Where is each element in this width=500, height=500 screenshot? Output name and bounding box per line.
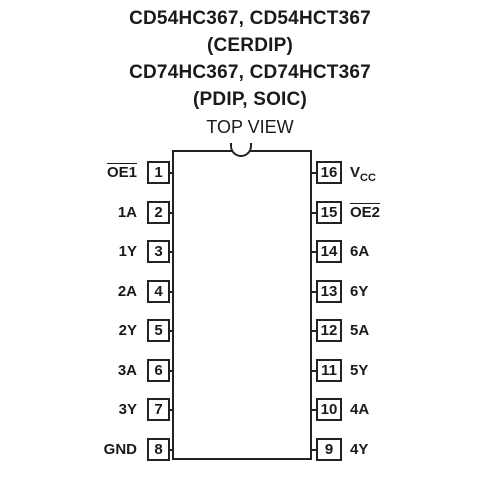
pin-name-12: 5A <box>350 322 370 339</box>
pin-name-7: 3Y <box>118 401 137 418</box>
view-label: TOP VIEW <box>206 117 294 137</box>
pin-lead-15 <box>312 212 316 214</box>
pin-label-3: 1Y <box>77 240 137 263</box>
pin-lead-2 <box>170 212 172 214</box>
pin-1: 1 <box>147 161 170 184</box>
pin-8: 8 <box>147 438 170 461</box>
pin-name-11: 5Y <box>350 362 369 379</box>
pin-label-1: OE1 <box>77 161 137 184</box>
pin-label-7: 3Y <box>77 398 137 421</box>
pin-lead-5 <box>170 330 172 332</box>
pin-name-3: 1Y <box>118 243 137 260</box>
pin-16: 16 <box>316 161 342 184</box>
pin-name-10: 4A <box>350 401 370 418</box>
pin-lead-3 <box>170 251 172 253</box>
pin-label-6: 3A <box>77 359 137 382</box>
pin-label-5: 2Y <box>77 319 137 342</box>
pin-lead-8 <box>170 449 172 451</box>
title-line-3: CD74HC367, CD74HCT367 <box>129 62 371 83</box>
pin-lead-1 <box>170 172 172 174</box>
pin-label-4: 2A <box>77 280 137 303</box>
pin-15: 15 <box>316 201 342 224</box>
pin-lead-10 <box>312 409 316 411</box>
pin-lead-11 <box>312 370 316 372</box>
pin-label-12: 5A <box>350 319 410 342</box>
pin-lead-12 <box>312 330 316 332</box>
pin-6: 6 <box>147 359 170 382</box>
title-line-2: (CERDIP) <box>206 35 294 56</box>
pin-13: 13 <box>316 280 342 303</box>
pin-name-2: 1A <box>117 204 137 221</box>
pin-lead-14 <box>312 251 316 253</box>
pin-label-9: 4Y <box>350 438 410 461</box>
pin-label-10: 4A <box>350 398 410 421</box>
pin-label-14: 6A <box>350 240 410 263</box>
pin-7: 7 <box>147 398 170 421</box>
pin-name-1: OE1 <box>106 164 137 181</box>
pin-name-9: 4Y <box>350 441 369 458</box>
pin-10: 10 <box>316 398 342 421</box>
pin-label-16: VCC <box>350 161 410 190</box>
pin-label-2: 1A <box>77 201 137 224</box>
pin-label-8: GND <box>77 438 137 461</box>
pin-label-13: 6Y <box>350 280 410 303</box>
pin-name-13: 6Y <box>350 283 369 300</box>
pin-9: 9 <box>316 438 342 461</box>
pin-11: 11 <box>316 359 342 382</box>
pin-5: 5 <box>147 319 170 342</box>
pin-label-15: OE2 <box>350 201 410 224</box>
pin-lead-6 <box>170 370 172 372</box>
pin-lead-13 <box>312 291 316 293</box>
title-line-1: CD54HC367, CD54HCT367 <box>129 8 371 29</box>
pin-lead-4 <box>170 291 172 293</box>
pin-3: 3 <box>147 240 170 263</box>
pin-name-5: 2Y <box>118 322 137 339</box>
pin-12: 12 <box>316 319 342 342</box>
pin-lead-9 <box>312 449 316 451</box>
pin-name-4: 2A <box>117 283 137 300</box>
pin-lead-16 <box>312 172 316 174</box>
pin-name-15: OE2 <box>350 204 381 221</box>
pin-14: 14 <box>316 240 342 263</box>
pin1-notch <box>230 143 252 157</box>
pin-2: 2 <box>147 201 170 224</box>
pin-name-14: 6A <box>350 243 370 260</box>
pin-lead-7 <box>170 409 172 411</box>
pin-name-16: V <box>350 164 361 181</box>
title-line-4: (PDIP, SOIC) <box>193 89 307 110</box>
pin-name-6: 3A <box>117 362 137 379</box>
pin-label-11: 5Y <box>350 359 410 382</box>
ic-package-body <box>172 150 312 460</box>
pin-4: 4 <box>147 280 170 303</box>
pin-subscript-16: CC <box>360 172 376 184</box>
pin-name-8: GND <box>103 441 137 458</box>
